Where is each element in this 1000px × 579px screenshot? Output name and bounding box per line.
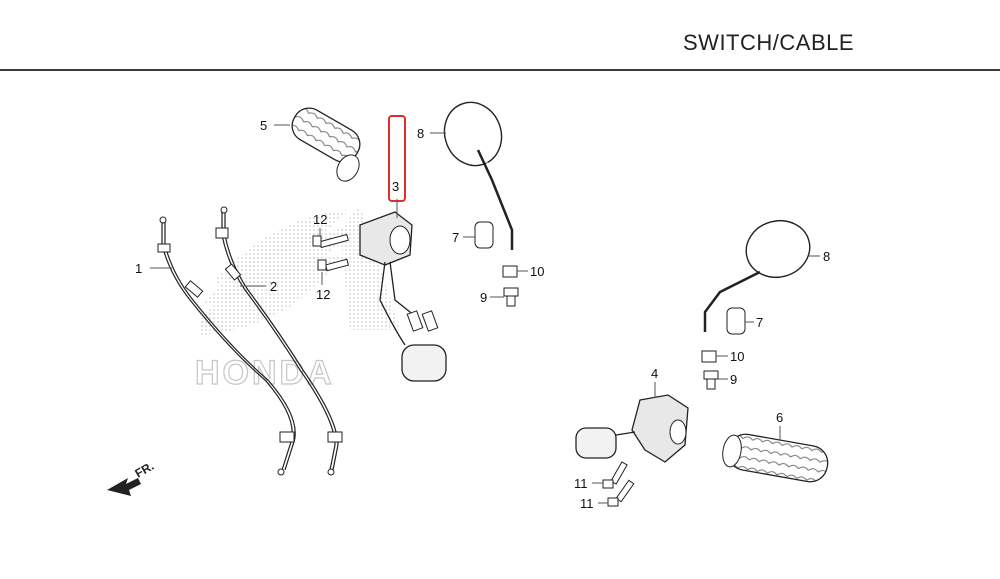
screw-part-12-upper [312, 233, 349, 249]
callout-3: 3 [392, 179, 399, 194]
callout-7-right: 7 [756, 315, 763, 330]
callout-12-lower: 12 [316, 287, 330, 302]
callout-11-lower: 11 [580, 496, 594, 511]
cap-part-7-right [726, 307, 746, 335]
screw-part-11-upper [602, 461, 628, 489]
throttle-cable-1 [157, 216, 296, 476]
mirror-part-8-left [443, 101, 516, 250]
callout-10-left: 10 [530, 264, 544, 279]
callout-1: 1 [135, 261, 142, 276]
page-title: SWITCH/CABLE [683, 30, 855, 55]
callout-9-right: 9 [730, 372, 737, 387]
callout-9-left: 9 [480, 290, 487, 305]
callout-10-right: 10 [730, 349, 744, 364]
mirror-part-8-right [703, 220, 811, 332]
callout-11-upper: 11 [574, 476, 588, 491]
callout-12-upper: 12 [313, 212, 327, 227]
front-direction-arrow [107, 478, 141, 496]
switch-housing-part-3 [359, 211, 447, 382]
screw-part-12-lower [317, 258, 350, 272]
honda-watermark-text: HONDA [195, 354, 335, 392]
screw-part-11-lower [607, 479, 635, 507]
cap-part-7-left [474, 221, 494, 249]
callout-8-left: 8 [417, 126, 424, 141]
callout-7-left: 7 [452, 230, 459, 245]
title-divider [0, 69, 1000, 71]
callout-6: 6 [776, 410, 783, 425]
callout-5: 5 [260, 118, 267, 133]
grip-part-5 [291, 107, 361, 182]
nut-part-10-right [701, 350, 717, 363]
nut-part-10-left [502, 265, 518, 278]
grip-part-6 [722, 433, 829, 483]
direction-label: FR. [133, 459, 157, 481]
callout-2: 2 [270, 279, 277, 294]
bolt-part-9-left [503, 287, 519, 307]
callout-4: 4 [651, 366, 658, 381]
throttle-cable-2 [215, 206, 343, 476]
switch-housing-part-4 [575, 394, 689, 463]
callout-8-right: 8 [823, 249, 830, 264]
bolt-part-9-right [703, 370, 719, 390]
